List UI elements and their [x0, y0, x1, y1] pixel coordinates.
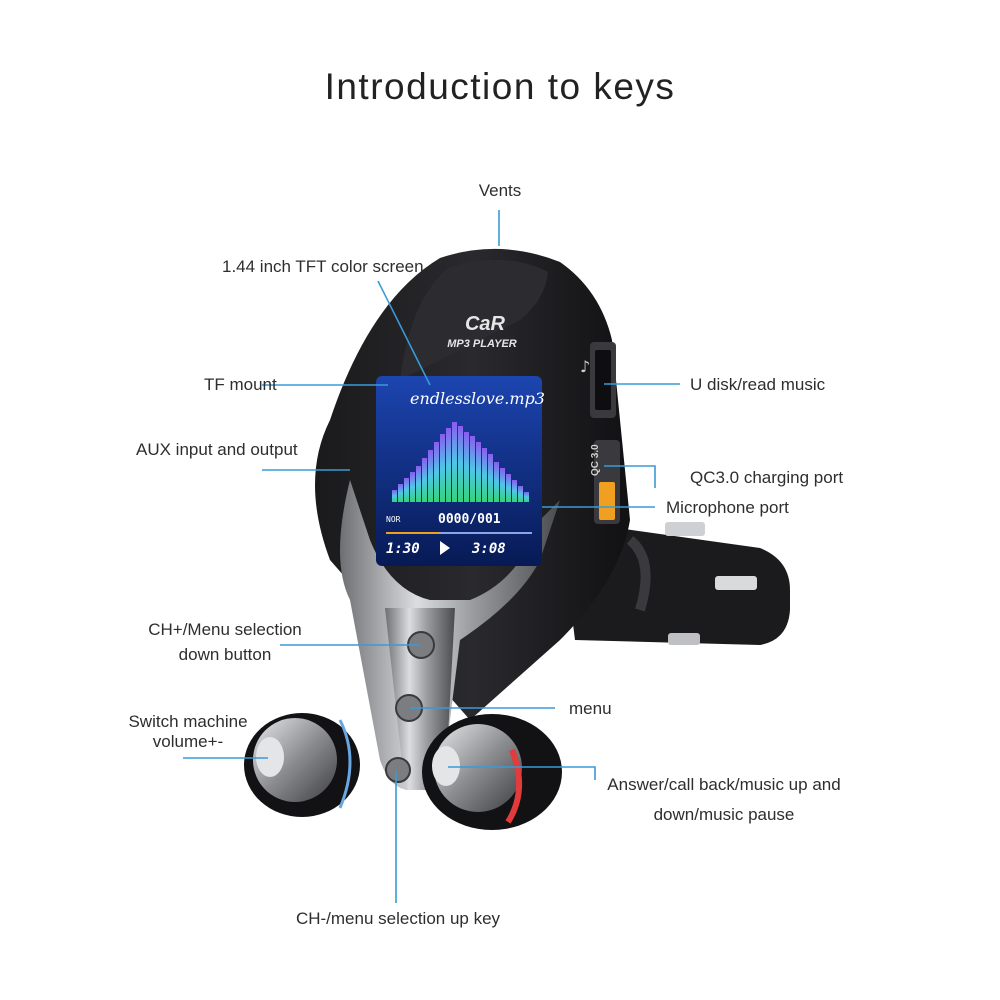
eq-bar: [452, 422, 457, 502]
eq-bar: [446, 428, 451, 502]
label-ch-minus: CH-/menu selection up key: [295, 909, 501, 928]
tft-screen: endlesslove.mp3 NOR 0000/001 1:30 3:08: [376, 376, 545, 566]
eq-bar: [434, 442, 439, 502]
label-tf-mount: TF mount: [204, 375, 277, 394]
label-ch-plus-line2: down button: [178, 645, 272, 664]
eq-bar: [500, 468, 505, 502]
label-switch-line1: Switch machine: [128, 712, 248, 731]
label-qc-port: QC3.0 charging port: [690, 468, 844, 487]
eq-bar: [476, 442, 481, 502]
eq-bar: [518, 486, 523, 502]
label-mic-port: Microphone port: [666, 498, 789, 517]
music-note-icon: ♪: [580, 357, 590, 376]
label-aux: AUX input and output: [136, 440, 298, 459]
eq-bar: [416, 466, 421, 502]
eq-bar: [506, 474, 511, 502]
label-vents: Vents: [478, 181, 522, 200]
eq-bar: [482, 448, 487, 502]
eq-bar: [464, 432, 469, 502]
eq-bar: [494, 462, 499, 502]
qc-port-tag: QC 3.0: [590, 444, 601, 476]
right-play-knob: [422, 714, 562, 830]
leader-qc: [604, 465, 656, 488]
eq-bar: [392, 490, 397, 502]
leader-answer: [448, 766, 596, 780]
eq-bar: [440, 434, 445, 502]
screen-track-counter: 0000/001: [438, 512, 501, 527]
eq-bar: [428, 450, 433, 502]
eq-bar: [398, 484, 403, 502]
label-switch-line2: volume+-: [152, 732, 224, 751]
label-answer-line2: down/music pause: [653, 805, 795, 824]
screen-filename: endlesslove.mp3: [410, 389, 545, 408]
eq-bar: [458, 426, 463, 502]
screen-total: 3:08: [471, 541, 506, 557]
screen-elapsed: 1:30: [386, 541, 420, 557]
eq-bar: [524, 492, 529, 502]
leader-screen: [377, 280, 431, 386]
page-title: Introduction to keys: [324, 66, 676, 107]
eq-bar: [512, 480, 517, 502]
eq-bar: [422, 458, 427, 502]
eq-bar: [470, 436, 475, 502]
label-menu: menu: [569, 699, 612, 718]
label-u-disk: U disk/read music: [690, 375, 826, 394]
play-icon: [440, 541, 450, 555]
left-volume-knob: [244, 713, 360, 817]
label-answer-line1: Answer/call back/music up and: [607, 775, 841, 794]
brand-logo-bottom: MP3 PLAYER: [447, 338, 517, 350]
label-ch-plus-line1: CH+/Menu selection: [148, 620, 302, 639]
eq-bar: [488, 454, 493, 502]
brand-logo-top: CaR: [465, 313, 506, 335]
leader-lines: [183, 210, 680, 903]
eq-bar: [410, 472, 415, 502]
ch-minus-button: [385, 757, 411, 783]
screen-eq-mode: NOR: [386, 515, 401, 524]
eq-bar: [404, 478, 409, 502]
label-screen: 1.44 inch TFT color screen: [222, 257, 424, 276]
screen-equalizer: [392, 422, 529, 502]
